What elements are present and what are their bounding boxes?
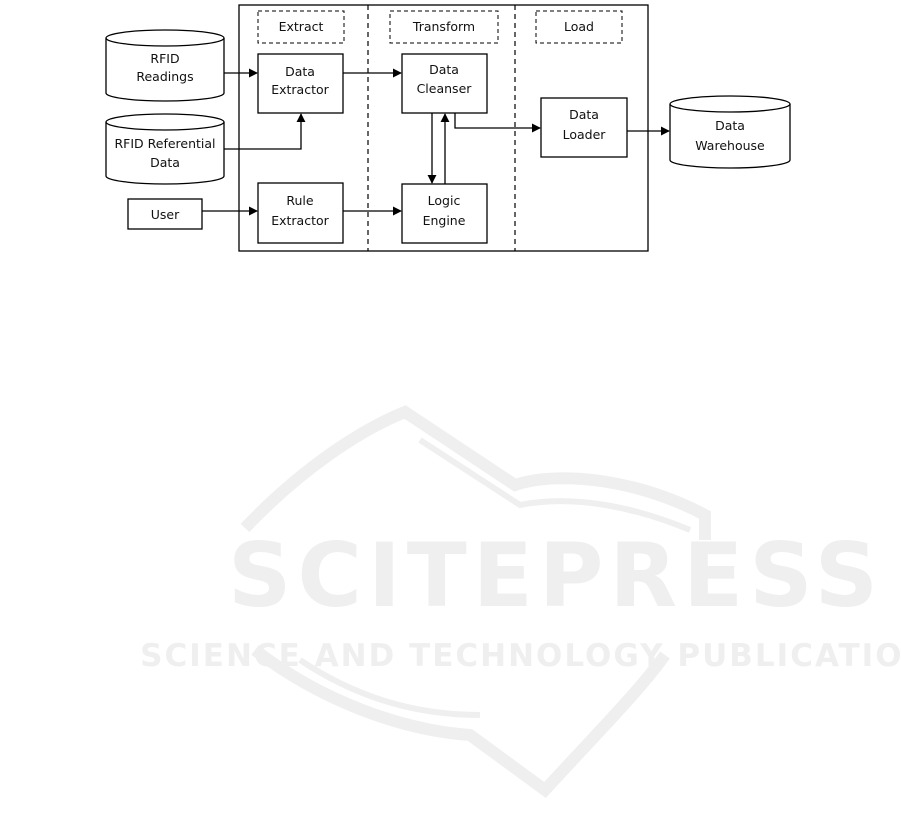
logic-engine-line1: Logic [428, 193, 461, 208]
data-warehouse-line1: Data [715, 118, 745, 133]
stage-header-load: Load [536, 11, 622, 43]
rfid-referential-line1: RFID Referential [114, 136, 215, 151]
stage-load-label: Load [564, 19, 594, 34]
watermark-logo: SCITEPRESS SCIENCE AND TECHNOLOGY PUBLIC… [140, 412, 901, 790]
rfid-referential-line2: Data [150, 155, 180, 170]
user-label: User [151, 207, 180, 222]
rfid-readings-db: RFID Readings [106, 30, 224, 101]
watermark-title: SCITEPRESS [228, 524, 884, 627]
stage-header-extract: Extract [258, 11, 344, 43]
data-warehouse-db: Data Warehouse [670, 96, 790, 168]
data-cleanser-line2: Cleanser [417, 81, 473, 96]
data-extractor-line2: Extractor [271, 82, 329, 97]
rule-extractor-line1: Rule [286, 193, 314, 208]
watermark-subtitle: SCIENCE AND TECHNOLOGY PUBLICATIONS [140, 638, 901, 674]
stage-header-transform: Transform [390, 11, 498, 43]
data-loader-line2: Loader [563, 127, 607, 142]
rfid-readings-line1: RFID [150, 51, 179, 66]
data-cleanser-line1: Data [429, 62, 459, 77]
data-warehouse-line2: Warehouse [695, 138, 765, 153]
logic-engine-line2: Engine [423, 213, 466, 228]
rfid-referential-db: RFID Referential Data [106, 114, 224, 184]
rfid-readings-line2: Readings [136, 69, 193, 84]
user-node: User [128, 199, 202, 229]
stage-transform-label: Transform [412, 19, 475, 34]
data-extractor-line1: Data [285, 64, 315, 79]
data-loader-line1: Data [569, 107, 599, 122]
stage-extract-label: Extract [279, 19, 324, 34]
data-cleanser-node: Data Cleanser [402, 54, 487, 113]
rule-extractor-line2: Extractor [271, 213, 329, 228]
logic-engine-node: Logic Engine [402, 184, 487, 243]
data-loader-node: Data Loader [541, 98, 627, 157]
rule-extractor-node: Rule Extractor [258, 183, 343, 243]
data-extractor-node: Data Extractor [258, 54, 343, 113]
